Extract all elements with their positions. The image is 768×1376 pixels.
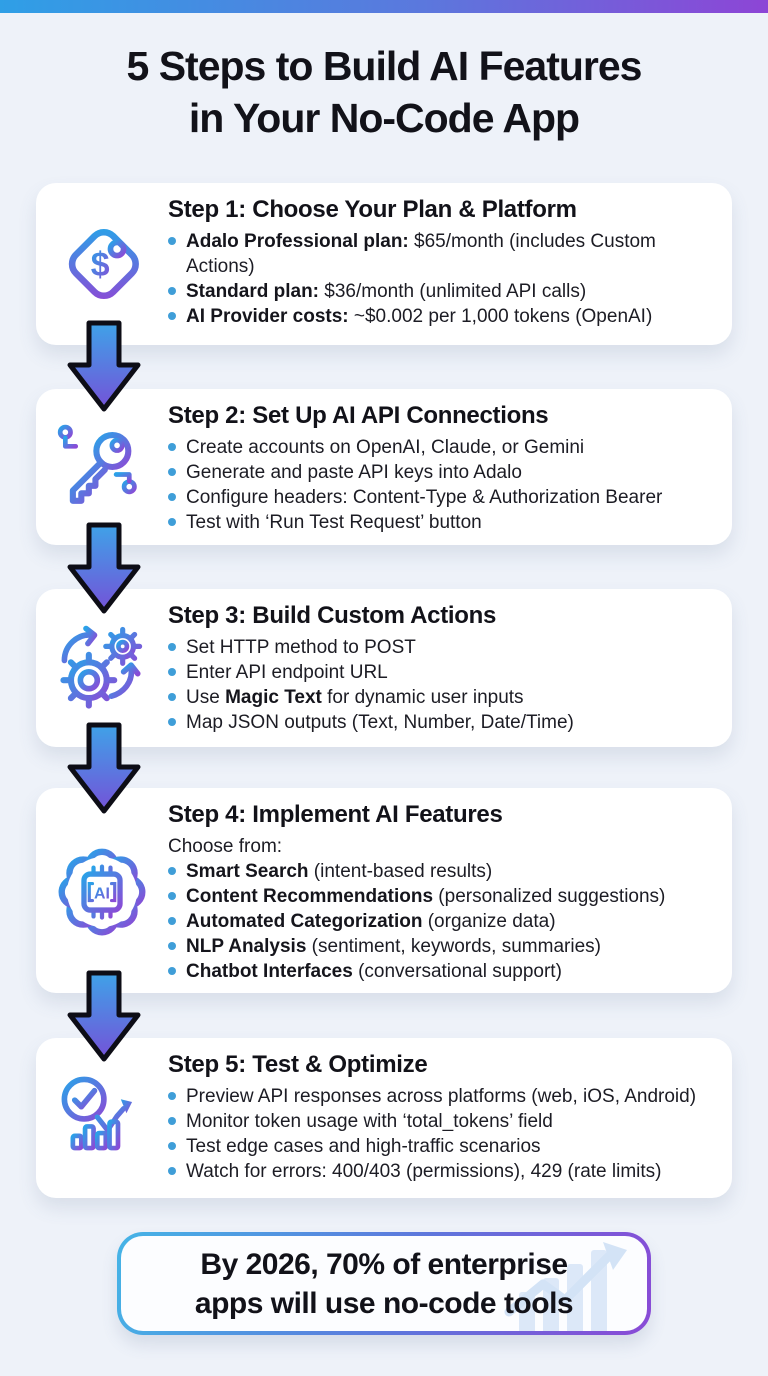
bullet-dot	[168, 1167, 176, 1175]
bullet-dot	[168, 1142, 176, 1150]
svg-text:AI: AI	[94, 885, 110, 902]
bullet-item: Test edge cases and high-traffic scenari…	[168, 1134, 718, 1159]
step-title: Step 4: Implement AI Features	[168, 801, 503, 828]
stat-text-line1: By 2026, 70% of enterprise	[200, 1247, 568, 1281]
bullet-dot	[168, 237, 176, 245]
step-content: Step 5: Test & Optimize Preview API resp…	[168, 1038, 732, 1198]
bullet-dot	[168, 967, 176, 975]
bullet-dot	[168, 892, 176, 900]
step-content: Step 1: Choose Your Plan & Platform Adal…	[168, 183, 732, 345]
bullet-item: Content Recommendations (personalized su…	[168, 884, 718, 909]
down-arrow-icon	[67, 970, 141, 1062]
stat-callout-inner: By 2026, 70% of enterprise apps will use…	[121, 1236, 647, 1331]
bullet-item: Generate and paste API keys into Adalo	[168, 460, 718, 485]
step-intro: Choose from:	[168, 836, 283, 857]
step-card-3: Step 3: Build Custom Actions Set HTTP me…	[36, 589, 732, 747]
bullet-list: Set HTTP method to POST Enter API endpoi…	[168, 635, 718, 735]
gears-automation-icon	[36, 589, 168, 747]
bullet-item: Set HTTP method to POST	[168, 635, 718, 660]
page-title-line1: 5 Steps to Build AI Features	[126, 43, 643, 89]
bullet-item: Automated Categorization (organize data)	[168, 909, 718, 934]
bullet-item: Monitor token usage with ‘total_tokens’ …	[168, 1109, 718, 1134]
bullet-dot	[168, 942, 176, 950]
step-card-4: AI Step 4: Implement AI Features Choose …	[36, 788, 732, 993]
step-title: Step 2: Set Up AI API Connections	[168, 402, 549, 429]
bullet-list: Create accounts on OpenAI, Claude, or Ge…	[168, 435, 718, 535]
bullet-item: Smart Search (intent-based results)	[168, 859, 718, 884]
bullet-dot	[168, 718, 176, 726]
bullet-item: Create accounts on OpenAI, Claude, or Ge…	[168, 435, 718, 460]
bullet-item: Use Magic Text for dynamic user inputs	[168, 685, 718, 710]
bullet-dot	[168, 468, 176, 476]
bullet-item: Enter API endpoint URL	[168, 660, 718, 685]
bullet-dot	[168, 443, 176, 451]
price-tag-icon: $	[36, 183, 168, 345]
bullet-dot	[168, 917, 176, 925]
stat-text-line2: apps will use no-code tools	[194, 1286, 574, 1320]
bullet-item: Preview API responses across platforms (…	[168, 1084, 718, 1109]
bullet-dot	[168, 867, 176, 875]
down-arrow-icon	[67, 722, 141, 814]
page-title-line2: in Your No-Code App	[188, 95, 580, 142]
step-title: Step 5: Test & Optimize	[168, 1051, 428, 1078]
bullet-dot	[168, 493, 176, 501]
stat-callout: By 2026, 70% of enterprise apps will use…	[117, 1232, 651, 1335]
bullet-item: Standard plan: $36/month (unlimited API …	[168, 279, 718, 304]
bullet-dot	[168, 693, 176, 701]
bullet-list: Adalo Professional plan: $65/month (incl…	[168, 229, 718, 329]
growth-chart-icon	[504, 1242, 627, 1331]
step-content: Step 2: Set Up AI API Connections Create…	[168, 389, 732, 545]
bullet-item: Chatbot Interfaces (conversational suppo…	[168, 959, 718, 984]
step-card-5: Step 5: Test & Optimize Preview API resp…	[36, 1038, 732, 1198]
step-title: Step 1: Choose Your Plan & Platform	[168, 196, 577, 223]
stat-text: By 2026, 70% of enterprise apps will use…	[194, 1245, 574, 1323]
bullet-dot	[168, 312, 176, 320]
bullet-dot	[168, 1117, 176, 1125]
bullet-dot	[168, 643, 176, 651]
bullet-item: Map JSON outputs (Text, Number, Date/Tim…	[168, 710, 718, 735]
svg-text:$: $	[91, 246, 110, 284]
down-arrow-icon	[67, 320, 141, 412]
step-content: Step 3: Build Custom Actions Set HTTP me…	[168, 589, 732, 747]
bullet-item: Watch for errors: 400/403 (permissions),…	[168, 1159, 718, 1184]
bullet-dot	[168, 668, 176, 676]
step-title: Step 3: Build Custom Actions	[168, 602, 497, 629]
top-gradient-bar	[0, 0, 768, 13]
bullet-item: Test with ‘Run Test Request’ button	[168, 510, 718, 535]
bullet-list: Smart Search (intent-based results) Cont…	[168, 859, 718, 984]
step-content: Step 4: Implement AI Features Choose fro…	[168, 788, 732, 993]
step-card-2: Step 2: Set Up AI API Connections Create…	[36, 389, 732, 545]
bullet-item: NLP Analysis (sentiment, keywords, summa…	[168, 934, 718, 959]
test-analytics-icon	[36, 1038, 168, 1198]
step-card-1: $ Step 1: Choose Your Plan & Platform Ad…	[36, 183, 732, 345]
bullet-dot	[168, 287, 176, 295]
bullet-item: AI Provider costs: ~$0.002 per 1,000 tok…	[168, 304, 718, 329]
page-title: 5 Steps to Build AI Features in Your No-…	[0, 40, 768, 144]
down-arrow-icon	[67, 522, 141, 614]
ai-brain-chip-icon: AI	[36, 788, 168, 993]
api-key-icon	[36, 389, 168, 545]
bullet-dot	[168, 1092, 176, 1100]
bullet-item: Configure headers: Content-Type & Author…	[168, 485, 718, 510]
bullet-dot	[168, 518, 176, 526]
bullet-list: Preview API responses across platforms (…	[168, 1084, 718, 1184]
bullet-item: Adalo Professional plan: $65/month (incl…	[168, 229, 718, 279]
